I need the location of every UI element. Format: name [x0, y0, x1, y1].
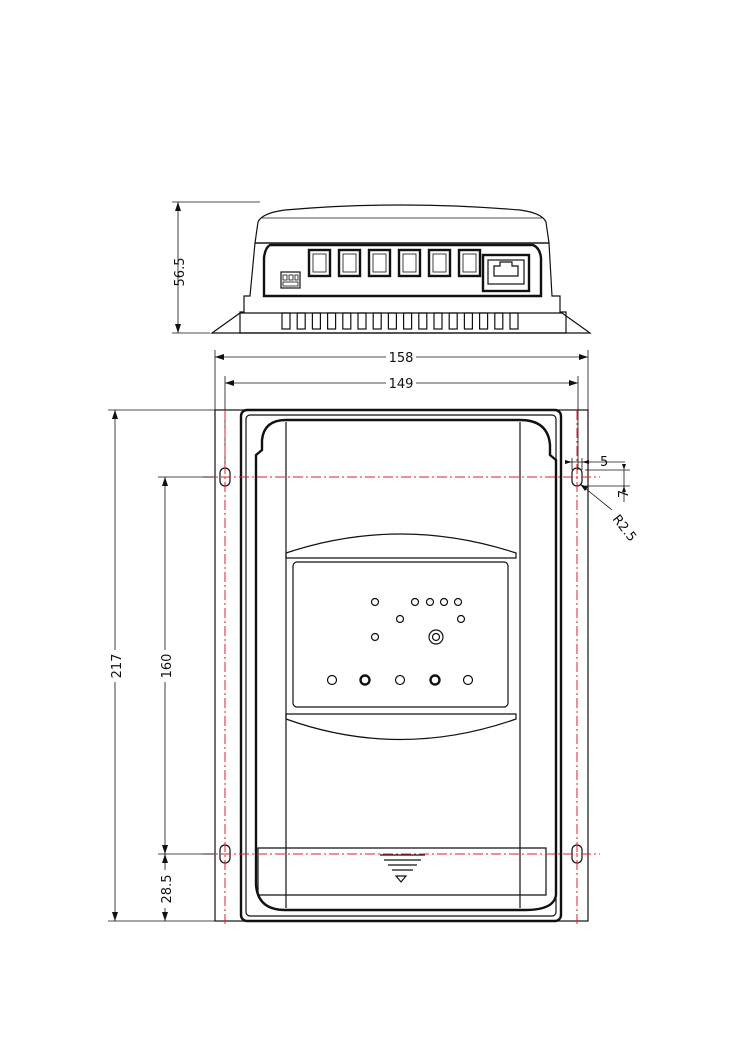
fin [297, 313, 305, 329]
button-hole [429, 630, 443, 644]
fin [404, 313, 412, 329]
label-hole-width: 149 [389, 377, 414, 392]
indicator-holes [328, 599, 473, 685]
led-hole [397, 616, 404, 623]
fin [328, 313, 336, 329]
label-bottom-offset: 28.5 [160, 875, 175, 904]
dim-hole-height: 160 [156, 477, 215, 854]
body-frame [241, 410, 561, 921]
label-slot-radius: R2.5 [609, 512, 639, 545]
screw-terminal-icon [369, 250, 390, 276]
screw-terminal-icon [339, 250, 360, 276]
dim-bottom-offset: 28.5 [156, 854, 175, 921]
label-overall-height: 217 [110, 654, 125, 679]
label-slot-width: 5 [600, 455, 608, 470]
housing [256, 420, 556, 910]
led-hole [458, 616, 465, 623]
fin [282, 313, 290, 329]
label-slot-length: 7 [617, 490, 632, 498]
fin [419, 313, 427, 329]
label-side-height: 56.5 [173, 258, 188, 287]
indicator-hole [431, 676, 440, 685]
side-panel [264, 245, 541, 296]
led-hole [372, 634, 379, 641]
fin [464, 313, 472, 329]
side-view: 56.5 [172, 202, 590, 333]
fin [388, 313, 396, 329]
fin [343, 313, 351, 329]
led-hole [441, 599, 448, 606]
display-bezel-top [286, 534, 516, 558]
fin [358, 313, 366, 329]
base-plate [212, 313, 590, 333]
display-bezel-bottom [286, 714, 516, 740]
led-hole [455, 599, 462, 606]
screw-terminal-icon [399, 250, 420, 276]
terminal-block-icon [281, 272, 300, 288]
screw-terminal-icon [309, 250, 330, 276]
label-hole-height: 160 [160, 654, 175, 679]
screw-terminal-icon [429, 250, 450, 276]
led-hole [427, 599, 434, 606]
front-view [203, 410, 600, 925]
fin [449, 313, 457, 329]
indicator-hole [464, 676, 473, 685]
button-hole-inner [433, 634, 440, 641]
fin [480, 313, 488, 329]
indicator-hole [361, 676, 370, 685]
dim-hole-width: 149 [225, 375, 578, 470]
indicator-hole [328, 676, 337, 685]
led-hole [372, 599, 379, 606]
indicator-hole [396, 676, 405, 685]
mounting-plate [215, 410, 588, 921]
rj45-port-icon [483, 255, 529, 291]
fin [495, 313, 503, 329]
display-panel [293, 562, 508, 707]
fin [510, 313, 518, 329]
fin [312, 313, 320, 329]
cooling-fins [282, 313, 518, 329]
screw-terminal-icon [459, 250, 480, 276]
label-overall-width: 158 [389, 351, 414, 366]
side-cover [255, 205, 549, 243]
led-hole [412, 599, 419, 606]
vent-grille [380, 855, 425, 882]
fin [434, 313, 442, 329]
screw-terminals [309, 250, 480, 276]
fin [373, 313, 381, 329]
